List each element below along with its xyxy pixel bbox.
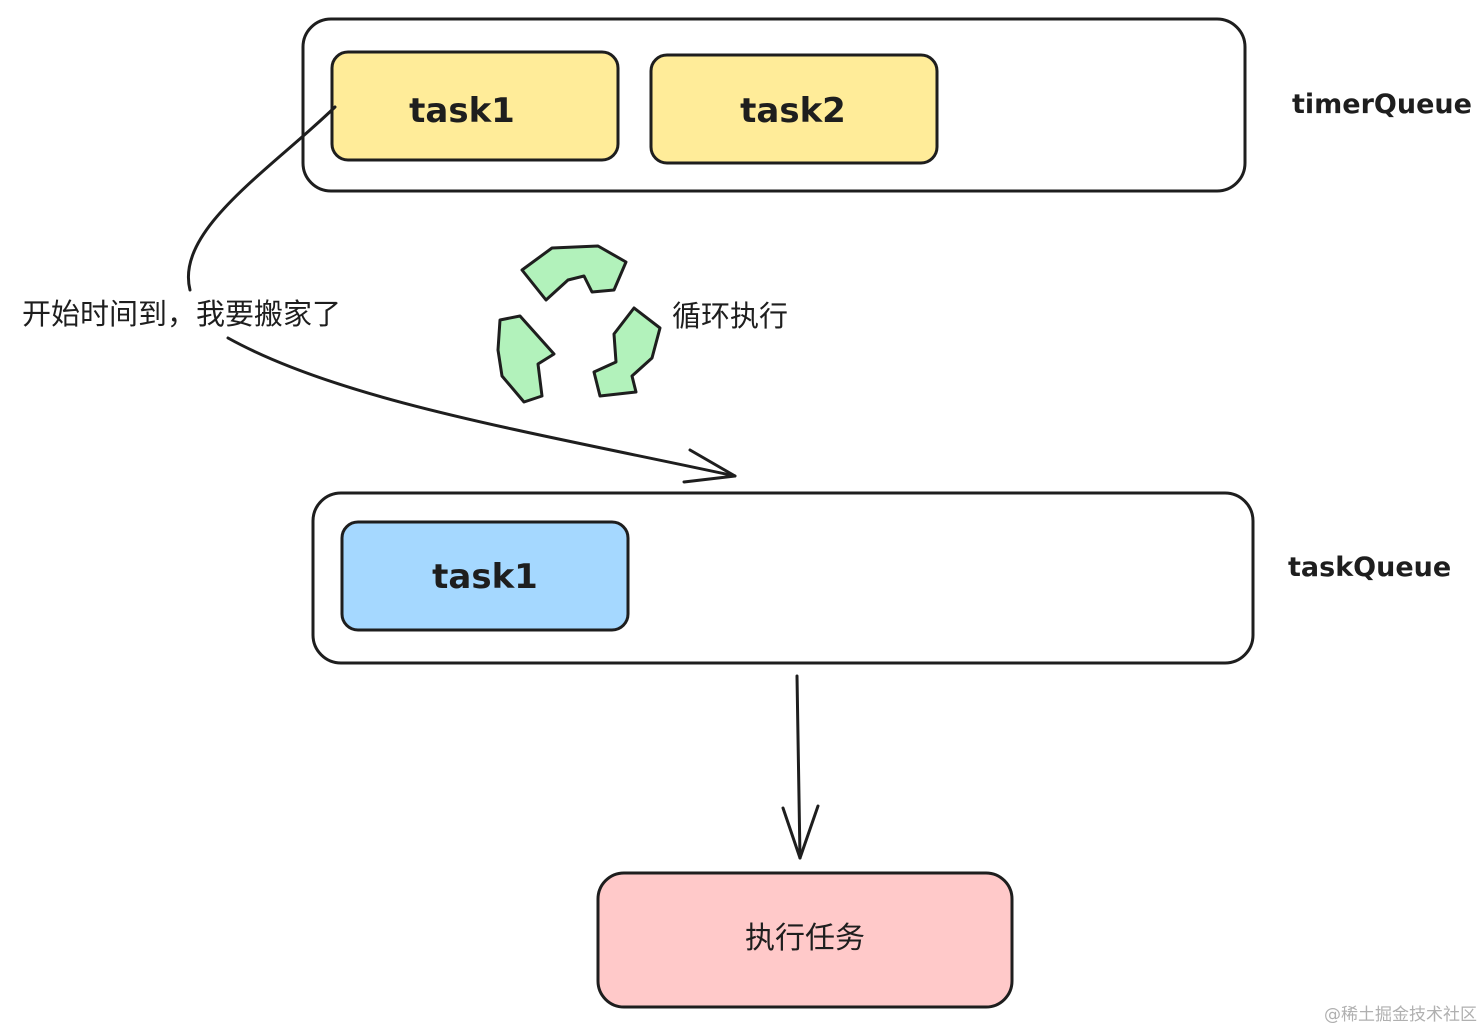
execute-box [596, 871, 1014, 1009]
execute-arrow-shaft [795, 674, 802, 860]
recycle-icon [496, 244, 662, 404]
task-queue-task-1-box [340, 520, 630, 632]
timer-queue-task-1-label: task1 [409, 91, 515, 131]
execute-arrow-head [781, 804, 820, 860]
task-queue-label: taskQueue [1288, 552, 1451, 583]
move-annotation: 开始时间到，我要搬家了 [22, 297, 341, 331]
timer-queue-task-2-label: task2 [740, 91, 846, 131]
watermark: @稀土掘金技术社区 [1324, 1005, 1477, 1025]
timer-queue-task-1-box [330, 50, 620, 162]
timer-queue-task-2-box [649, 53, 939, 165]
move-arrow-upper-stroke [186, 105, 337, 292]
timer-queue-label: timerQueue [1292, 89, 1472, 120]
loop-annotation: 循环执行 [672, 299, 788, 333]
move-arrow-lower-stroke [226, 336, 737, 478]
task-queue-task-1-label: task1 [432, 557, 538, 597]
execute-box-label: 执行任务 [745, 921, 865, 956]
move-arrow-head [682, 448, 737, 484]
